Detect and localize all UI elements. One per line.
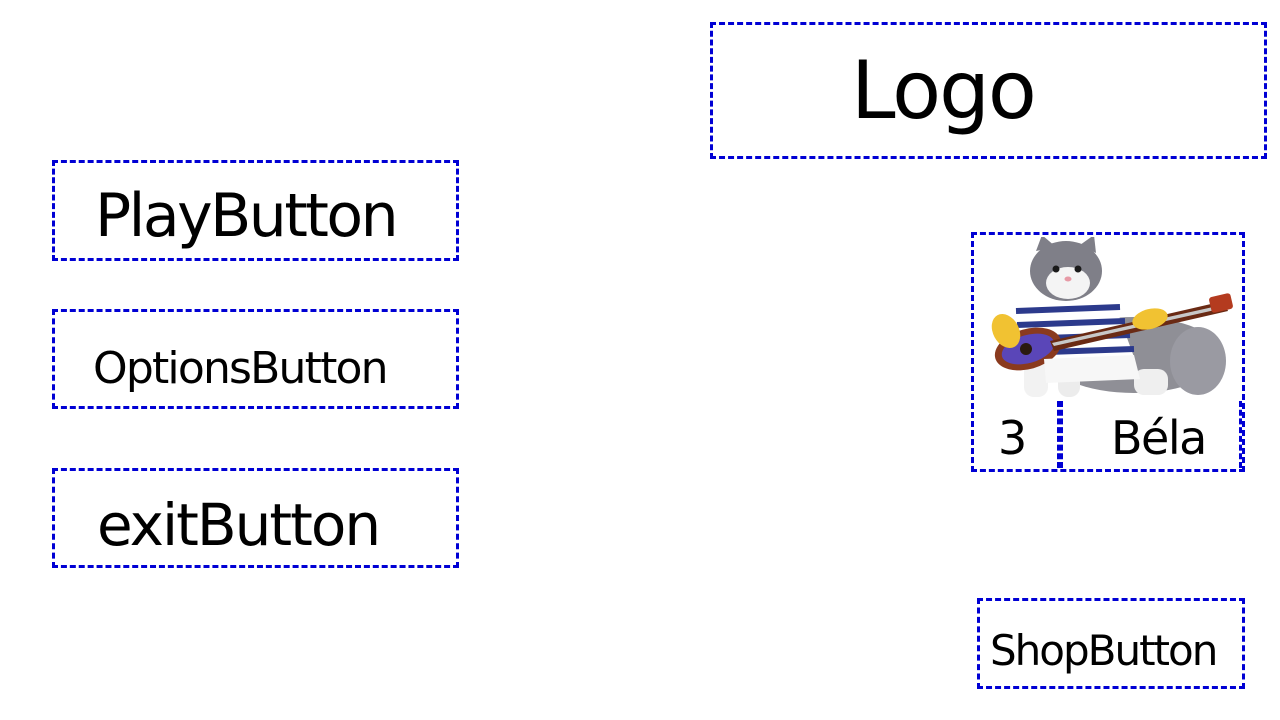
cat-guitar-image <box>991 237 1233 397</box>
options-button[interactable]: OptionsButton <box>52 309 459 409</box>
play-button-label: PlayButton <box>95 181 399 251</box>
logo-label: Logo <box>851 44 1037 137</box>
character-level-box: 3 <box>974 401 1060 468</box>
character-name: Béla <box>1111 411 1207 465</box>
character-name-box: Béla <box>1060 401 1242 468</box>
shop-button[interactable]: ShopButton <box>977 598 1245 689</box>
character-card[interactable]: 3 Béla <box>971 232 1245 472</box>
shop-button-label: ShopButton <box>990 626 1218 675</box>
exit-button[interactable]: exitButton <box>52 468 459 568</box>
play-button[interactable]: PlayButton <box>52 160 459 261</box>
options-button-label: OptionsButton <box>93 343 389 394</box>
exit-button-label: exitButton <box>97 491 381 559</box>
character-level: 3 <box>998 411 1028 465</box>
logo: Logo <box>710 22 1267 159</box>
